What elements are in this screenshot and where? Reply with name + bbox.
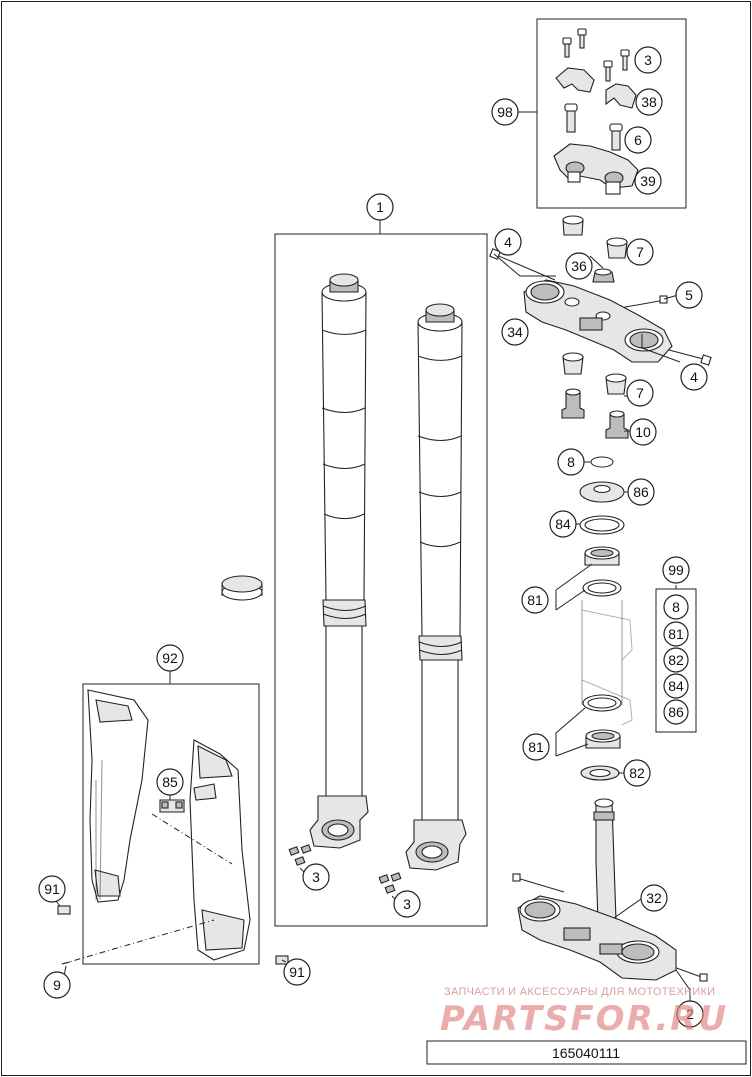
diagram-code: 165040111 xyxy=(552,1045,620,1061)
group-frame-98 xyxy=(536,18,687,209)
svg-text:38: 38 xyxy=(641,94,657,110)
svg-text:8: 8 xyxy=(567,454,575,470)
callout-2: 2 xyxy=(676,1000,704,1028)
svg-text:10: 10 xyxy=(635,424,651,440)
svg-text:7: 7 xyxy=(636,244,644,260)
callout-84: 84 xyxy=(549,510,577,538)
svg-text:1: 1 xyxy=(376,199,384,215)
handlebar-clamp-kit-parts xyxy=(553,28,639,195)
svg-text:2: 2 xyxy=(686,1006,694,1022)
kit-99-item: 86 xyxy=(668,704,684,720)
svg-text:91: 91 xyxy=(44,881,60,897)
callout-38: 38 xyxy=(635,88,663,116)
callout-6: 6 xyxy=(624,126,652,154)
svg-text:3: 3 xyxy=(644,52,652,68)
svg-text:4: 4 xyxy=(504,234,512,250)
callout-92: 92 xyxy=(156,644,184,672)
diagram-code-box xyxy=(426,1040,747,1065)
kit-99-item: 84 xyxy=(668,678,684,694)
callout-7-lower: 7 xyxy=(626,379,654,407)
callout-98: 98 xyxy=(491,98,519,126)
svg-text:3: 3 xyxy=(312,869,320,885)
svg-text:7: 7 xyxy=(636,385,644,401)
svg-text:34: 34 xyxy=(507,324,523,340)
callout-4-lower: 4 xyxy=(680,363,708,391)
lower-triple-clamp xyxy=(512,798,708,982)
watermark-brand: PARTSFOR.RU xyxy=(440,999,728,1039)
group-frame-1 xyxy=(274,233,488,927)
callout-9: 9 xyxy=(43,971,71,999)
callout-1: 1 xyxy=(366,193,394,221)
callout-34: 34 xyxy=(501,318,529,346)
kit-99-item: 82 xyxy=(668,652,684,668)
svg-text:81: 81 xyxy=(527,592,543,608)
watermark-caption: ЗАПЧАСТИ И АКСЕССУАРЫ ДЛЯ МОТОТЕХНИКИ xyxy=(444,986,715,998)
callout-86: 86 xyxy=(627,478,655,506)
svg-text:5: 5 xyxy=(685,287,693,303)
callout-39: 39 xyxy=(634,167,662,195)
svg-text:98: 98 xyxy=(497,104,513,120)
fork-guards xyxy=(57,689,289,965)
callout-10: 10 xyxy=(629,418,657,446)
svg-text:99: 99 xyxy=(668,562,684,578)
svg-text:9: 9 xyxy=(53,977,61,993)
callout-3-top: 3 xyxy=(634,46,662,74)
callout-81-lower: 81 xyxy=(522,733,550,761)
svg-text:3: 3 xyxy=(403,896,411,912)
callout-85: 85 xyxy=(156,768,184,796)
fork-leg-right xyxy=(405,303,467,871)
svg-text:82: 82 xyxy=(629,765,645,781)
callout-91-left: 91 xyxy=(38,875,66,903)
steering-stack-parts xyxy=(489,215,712,781)
svg-text:81: 81 xyxy=(528,739,544,755)
callout-91-right: 91 xyxy=(283,958,311,986)
fork-adjuster-ring xyxy=(221,575,263,601)
svg-text:91: 91 xyxy=(289,964,305,980)
svg-text:39: 39 xyxy=(640,173,656,189)
callout-3-left: 3 xyxy=(302,863,330,891)
callout-32: 32 xyxy=(640,884,668,912)
axle-clamp-bolts xyxy=(288,844,402,894)
kit-99-item: 81 xyxy=(668,626,684,642)
svg-text:92: 92 xyxy=(162,650,178,666)
svg-text:6: 6 xyxy=(634,132,642,148)
svg-text:84: 84 xyxy=(555,516,571,532)
callout-99: 99 xyxy=(662,556,690,584)
svg-text:85: 85 xyxy=(162,774,178,790)
callout-81-upper: 81 xyxy=(521,586,549,614)
svg-text:86: 86 xyxy=(633,484,649,500)
callout-7-top: 7 xyxy=(626,238,654,266)
callout-3-right: 3 xyxy=(393,890,421,918)
kit-99-list: 8 81 82 84 86 xyxy=(663,594,689,725)
callout-4-top: 4 xyxy=(494,228,522,256)
svg-text:4: 4 xyxy=(690,369,698,385)
svg-text:32: 32 xyxy=(646,890,662,906)
callout-82: 82 xyxy=(623,759,651,787)
kit-99-item: 8 xyxy=(672,599,680,615)
callout-5: 5 xyxy=(675,281,703,309)
callout-36: 36 xyxy=(565,252,593,280)
svg-text:36: 36 xyxy=(571,258,587,274)
fork-leg-left xyxy=(309,273,369,849)
group-frame-92 xyxy=(82,683,260,965)
callout-8: 8 xyxy=(557,448,585,476)
